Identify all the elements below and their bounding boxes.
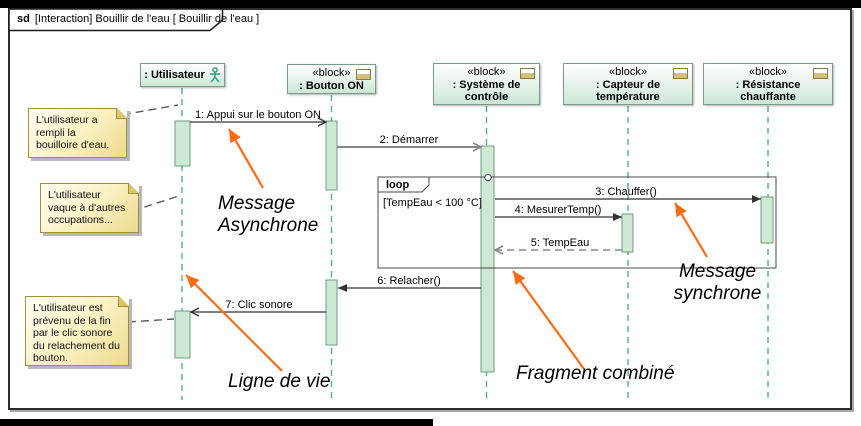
stereotype-systeme: «block»: [467, 66, 506, 78]
note-bouilloire-remplie[interactable]: L'utilisateur a rempli la bouilloire d'e…: [28, 108, 127, 158]
bottom-black-bar: [0, 419, 433, 426]
note-text: L'utilisateur vaque à d'autres occupatio…: [48, 189, 126, 226]
loop-fragment-tab: [377, 176, 430, 193]
message-6-label: 6: Relacher(): [377, 275, 441, 287]
message-7-label: 7: Clic sonore: [225, 299, 293, 311]
activation-utilisateur-2[interactable]: [174, 310, 191, 359]
activation-bouton-1[interactable]: [325, 120, 338, 191]
note-fold-corner: [118, 296, 129, 307]
note-text: L'utilisateur est prévenu de la fin par …: [33, 302, 120, 364]
loop-operator-label: loop: [386, 179, 410, 191]
note-fold-corner: [128, 183, 139, 194]
activation-capteur[interactable]: [621, 213, 634, 253]
block-icon: [520, 68, 535, 79]
lifeline-name-resistance: : Résistance chauffante: [735, 79, 801, 103]
top-black-bar: [0, 0, 861, 8]
message-2-label: 2: Démarrer: [379, 134, 439, 146]
note2-connector: [131, 195, 180, 212]
message-4-label: 4: MesurerTemp(): [514, 204, 602, 216]
frame-keyword: sd: [17, 13, 30, 25]
block-icon: [356, 69, 371, 80]
annotation-arrow-fragment: [512, 270, 585, 370]
lifeline-head-capteur-temperature[interactable]: «block» : Capteur de température: [563, 63, 693, 105]
annotation-arrow-async: [228, 128, 264, 189]
note-autres-occupations[interactable]: L'utilisateur vaque à d'autres occupatio…: [40, 183, 139, 233]
lifeline-head-systeme-controle[interactable]: «block» : Système de contrôle: [433, 63, 540, 105]
stereotype-capteur: «block»: [609, 66, 647, 78]
note-text: L'utilisateur a rempli la bouilloire d'e…: [36, 114, 110, 151]
activation-resistance[interactable]: [760, 196, 774, 244]
note-clic-sonore[interactable]: L'utilisateur est prévenu de la fin par …: [25, 296, 129, 366]
stereotype-bouton: «block»: [312, 67, 351, 79]
lifeline-head-resistance-chauffante[interactable]: «block» : Résistance chauffante: [703, 63, 833, 105]
sd-frame-tab: [8, 8, 224, 32]
annotation-arrow-lifeline: [185, 274, 283, 372]
stereotype-resistance: «block»: [749, 66, 787, 78]
note-fold-corner: [116, 108, 127, 119]
block-icon: [673, 68, 688, 79]
activation-systeme[interactable]: [480, 145, 495, 373]
lifeline-name-utilisateur: : Utilisateur: [144, 69, 205, 81]
loop-fragment[interactable]: [377, 176, 777, 269]
frame-title: sd [Interaction] Bouillir de l'eau [ Boui…: [17, 13, 259, 25]
message-5-label: 5: TempEau: [530, 237, 590, 249]
note1-connector: [109, 104, 179, 118]
lifeline-head-bouton-on[interactable]: «block» : Bouton ON: [287, 64, 376, 94]
fragment-anchor-dot: [484, 173, 492, 182]
annotation-message-asynchrone: Message Asynchrone: [218, 193, 319, 236]
lifeline-head-utilisateur[interactable]: : Utilisateur: [140, 63, 225, 87]
annotation-ligne-de-vie: Ligne de vie: [228, 371, 331, 392]
note3-connector: [127, 318, 175, 323]
lifeline-name-bouton: : Bouton ON: [299, 80, 364, 92]
annotation-arrow-sync: [674, 202, 708, 258]
annotation-fragment-combine: Fragment combiné: [516, 363, 675, 384]
activation-utilisateur-1[interactable]: [174, 120, 191, 167]
annotation-message-synchrone: Message synchrone: [673, 261, 762, 304]
message-3-label: 3: Chauffer(): [595, 186, 657, 198]
lifeline-name-capteur: : Capteur de température: [595, 79, 661, 103]
message-1-label: 1: Appui sur le bouton ON: [195, 109, 321, 121]
loop-guard: [TempEau < 100 °C]: [383, 197, 482, 209]
activation-bouton-2[interactable]: [325, 279, 338, 346]
frame-title-text: [Interaction] Bouillir de l'eau [ Bouill…: [34, 13, 260, 25]
lifeline-name-systeme: : Système de contrôle: [452, 79, 521, 103]
actor-icon: [209, 67, 220, 83]
block-icon: [813, 68, 828, 79]
